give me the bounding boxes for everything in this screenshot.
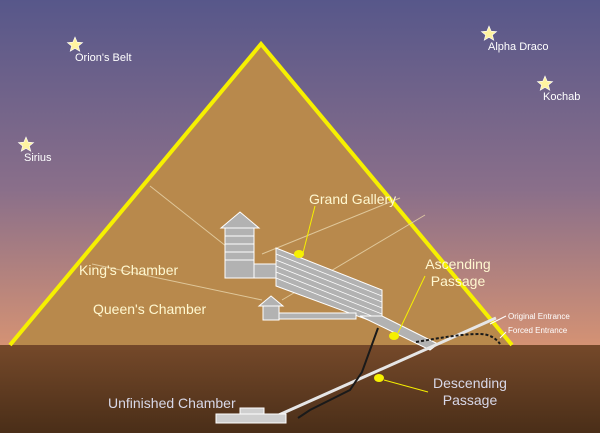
shaft-kings-south [149, 185, 237, 255]
descending-marker [374, 374, 429, 393]
kings-chamber-shape [219, 211, 277, 279]
star-orions-belt-icon [66, 36, 84, 52]
pyramid-body [10, 44, 512, 345]
label-ascending-line2: Passage [431, 273, 486, 289]
label-descending-line1: Descending [433, 375, 507, 391]
gallery-steps [275, 253, 383, 321]
label-grand-gallery: Grand Gallery [309, 191, 396, 207]
label-kings-chamber: King's Chamber [79, 262, 179, 278]
shaft-kings-north [261, 197, 401, 255]
forced-entrance-pointer [499, 331, 507, 339]
star-kochab-icon [536, 75, 554, 91]
star-label-kochab: Kochab [543, 91, 580, 103]
label-queens-chamber: Queen's Chamber [93, 301, 207, 317]
well-shaft [297, 327, 379, 419]
ground [0, 345, 600, 433]
label-forced-entrance: Forced Entrance [508, 326, 568, 335]
gallery-marker [294, 205, 316, 258]
label-ascending-line1: Ascending [425, 256, 490, 272]
queens-chamber-shape [257, 295, 357, 321]
descending-passage-shape [271, 316, 497, 420]
label-descending-line2: Passage [443, 392, 498, 408]
ascending-marker [389, 275, 426, 340]
original-entrance-pointer [489, 315, 507, 325]
star-label-alpha-draco: Alpha Draco [488, 41, 549, 53]
pyramid-edge [8, 40, 514, 347]
star-label-orions-belt: Orion's Belt [75, 52, 132, 64]
label-original-entrance: Original Entrance [508, 312, 570, 321]
shaft-queens-south [91, 263, 263, 301]
star-sirius-icon [17, 136, 35, 152]
unfinished-chamber-shape [215, 407, 287, 424]
star-label-sirius: Sirius [24, 152, 52, 164]
label-unfinished-chamber: Unfinished Chamber [108, 395, 236, 411]
star-alpha-draco-icon [480, 25, 498, 41]
